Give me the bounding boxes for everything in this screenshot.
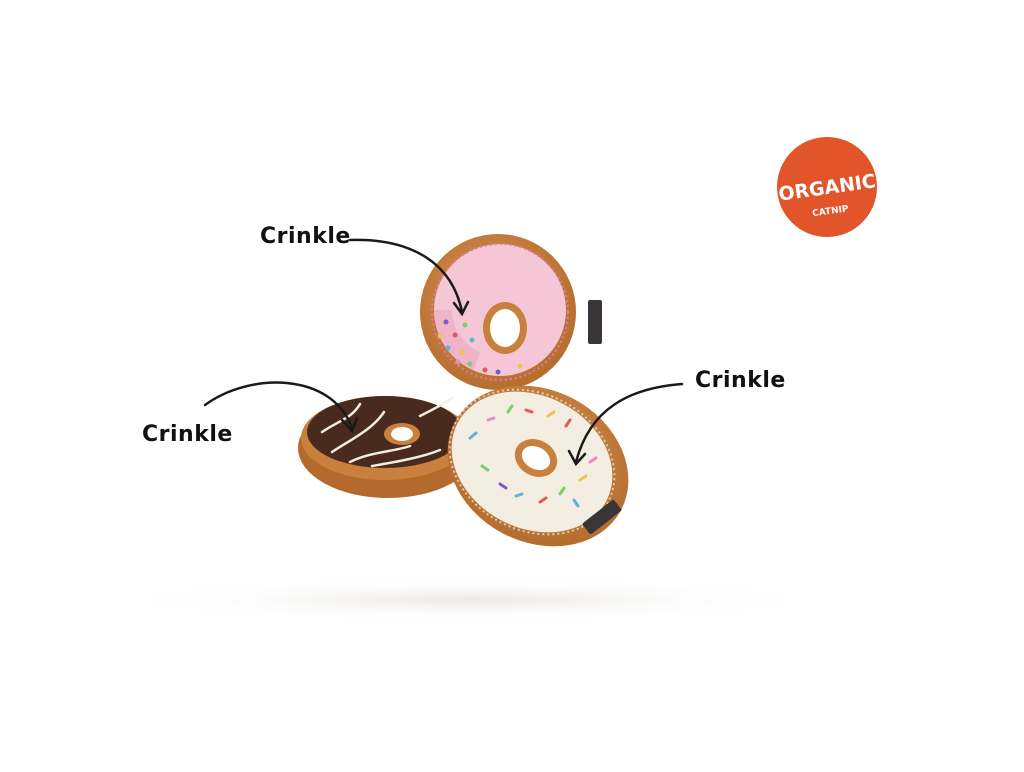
crinkle-label-top: Crinkle bbox=[260, 224, 351, 249]
pink-sprinkles bbox=[437, 319, 523, 375]
vanilla-sprinkles bbox=[468, 404, 598, 508]
crinkle-label-right: Crinkle bbox=[695, 368, 786, 393]
callout-arrows bbox=[203, 238, 684, 467]
organic-catnip-badge: ORGANIC CATNIP bbox=[777, 137, 877, 237]
pink-donut bbox=[420, 234, 602, 390]
crinkle-label-left: Crinkle bbox=[142, 422, 233, 447]
arrow-left bbox=[203, 381, 354, 430]
floor-shadow bbox=[110, 578, 830, 622]
brand-tag-pink bbox=[588, 300, 602, 344]
arrow-right bbox=[574, 382, 684, 464]
brand-tag-vanilla bbox=[582, 499, 622, 535]
vanilla-donut bbox=[447, 385, 629, 547]
arrow-top bbox=[348, 238, 464, 314]
white-drizzle bbox=[320, 396, 454, 468]
